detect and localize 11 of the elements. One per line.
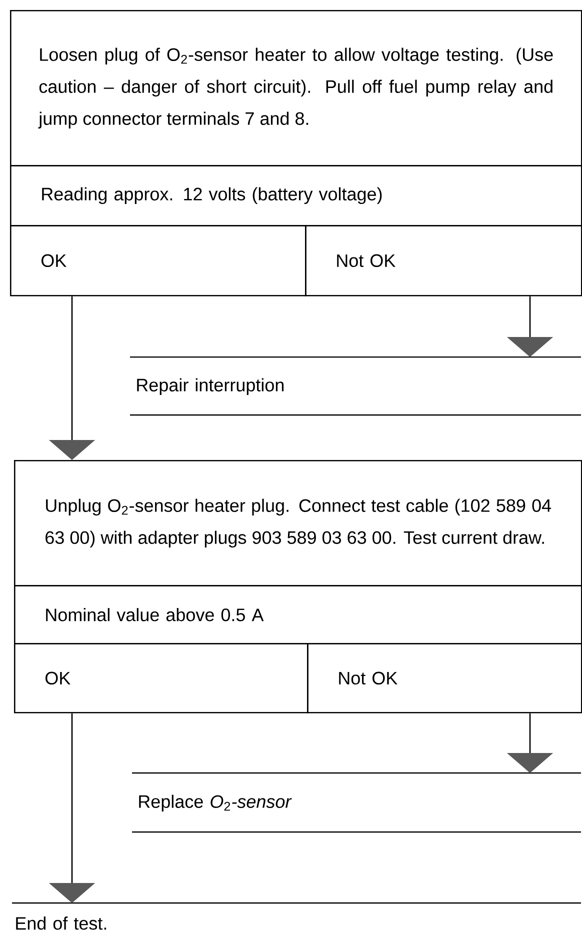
step-box: Not OK: [307, 643, 582, 714]
step-box: OK: [14, 643, 308, 714]
step-box: Not OK: [305, 225, 582, 296]
end-text: End of test.: [12, 902, 581, 930]
step-box: Unplug O$_{2}$-sensor heater plug. Connect test cable (102 589 04 63 00) with adapter plugs 903 589 03 63 00. Test current draw.: [14, 460, 582, 586]
action-band: Replace O$_{2}$-sensor: [132, 772, 581, 833]
step-box: Reading approx. 12 volts (battery voltage): [10, 165, 582, 226]
step-box: Loosen plug of O$_{2}$-sensor heater to allow voltage testing. (Use caution – danger of short circuit). Pull off fuel pump relay and jump connector terminals 7 and 8.: [10, 10, 582, 166]
step-box: OK: [10, 225, 306, 296]
step-box: Nominal value above 0.5 A: [14, 585, 582, 644]
action-band: Repair interruption: [130, 356, 581, 416]
